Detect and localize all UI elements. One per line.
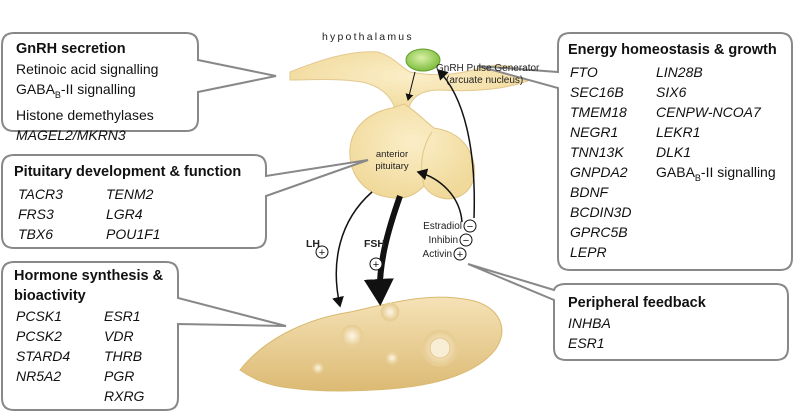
pituitary-label-line2: pituitary	[375, 161, 409, 172]
lh-arrow	[332, 191, 373, 308]
hormone-box-title-line2: bioactivity	[14, 288, 86, 304]
gnrh-item: GABAB-II signalling	[16, 81, 136, 100]
gene-item: TMEM18	[570, 104, 627, 120]
activin-plus-sign: +	[457, 249, 463, 261]
pituitary-stalk-arrow	[405, 71, 416, 101]
peripheral-box-outline	[467, 263, 789, 361]
gene-item: BDNF	[570, 184, 609, 200]
gene-item: THRB	[104, 348, 143, 364]
gene-item: LIN28B	[656, 64, 703, 80]
gene-item: NR5A2	[16, 368, 62, 384]
gene-item: PCSK1	[16, 308, 62, 324]
fsh-plus-sign: +	[373, 259, 379, 271]
pulse-generator-label: GnRH Pulse Generator	[436, 63, 540, 74]
inhibin-label: Inhibin	[429, 235, 458, 246]
gene-item: TENM2	[106, 186, 154, 202]
hormone-box: Hormone synthesis & bioactivity PCSK1 PC…	[14, 266, 174, 408]
pituitary-box-title: Pituitary development & function	[14, 164, 242, 180]
gene-item: VDR	[104, 328, 134, 344]
estradiol-label: Estradiol	[423, 221, 462, 232]
fsh-plus-circle	[369, 257, 383, 271]
pulse-generator-sublabel: (arcuate nucleus)	[446, 75, 523, 86]
gene-item: FTO	[570, 64, 598, 80]
gene-item: FRS3	[18, 206, 54, 222]
pituitary-box-outline	[1, 154, 369, 249]
peripheral-box: Peripheral feedback INHBA ESR1	[568, 293, 784, 353]
gene-item: LGR4	[106, 206, 143, 222]
gene-item: TBX6	[18, 226, 54, 242]
gene-item: SEC16B	[570, 84, 624, 100]
energy-box-outline	[477, 32, 793, 271]
lh-plus-circle	[315, 245, 329, 259]
gene-item: GPRC5B	[570, 224, 628, 240]
gene-item: ESR1	[104, 308, 141, 324]
lh-label: LH	[306, 238, 320, 250]
gnrh-item: Histone demethylases	[16, 106, 154, 123]
gene-item: ESR1	[568, 335, 605, 351]
gene-item: TACR3	[18, 186, 63, 202]
energy-box: Energy homeostasis & growth FTO SEC16B T…	[568, 40, 788, 266]
feedback-arrow-to-pulse-generator	[436, 68, 476, 219]
gene-item: DLK1	[656, 144, 692, 160]
lh-plus-sign: +	[319, 247, 325, 259]
gnrh-box-title: GnRH secretion	[16, 41, 126, 57]
gnrh-pulse-generator-node	[405, 48, 441, 72]
gene-item: TNN13K	[570, 144, 624, 160]
hormone-box-outline	[1, 261, 287, 411]
energy-box-title: Energy homeostasis & growth	[568, 42, 777, 58]
feedback-arrow-to-pituitary	[416, 168, 463, 223]
gene-item: RXRG	[104, 388, 145, 404]
gene-item: STARD4	[16, 348, 71, 364]
activin-plus-circle	[453, 247, 467, 261]
estradiol-minus-sign: −	[467, 221, 473, 233]
gnrh-item: Retinoic acid signalling	[16, 61, 159, 77]
ovary-shape	[239, 296, 503, 392]
gene-item: CENPW-NCOA7	[656, 104, 761, 120]
gene-item: GNPDA2	[570, 164, 628, 180]
pituitary-box: Pituitary development & function TACR3 F…	[14, 162, 262, 246]
pituitary-gland-shape	[349, 103, 476, 200]
pituitary-label-line1: anterior	[376, 149, 408, 160]
activin-label: Activin	[423, 249, 452, 260]
gene-item: PCSK2	[16, 328, 62, 344]
inhibin-minus-sign: −	[463, 235, 469, 247]
hypothalamus-label: hypothalamus	[322, 31, 414, 43]
gene-item: PGR	[104, 368, 135, 384]
gene-item: BCDIN3D	[570, 204, 632, 220]
fsh-arrow	[363, 195, 403, 306]
gene-item: SIX6	[656, 84, 687, 100]
inhibin-minus-circle	[459, 233, 473, 247]
gnrh-box-outline	[1, 32, 277, 132]
fsh-label: FSH	[364, 238, 385, 250]
gene-item: LEPR	[570, 244, 607, 260]
gene-item: INHBA	[568, 315, 611, 331]
gene-item: POU1F1	[106, 226, 161, 242]
hormone-box-title: Hormone synthesis &	[14, 268, 164, 284]
estradiol-minus-circle	[463, 219, 477, 233]
peripheral-box-title: Peripheral feedback	[568, 295, 706, 311]
gnrh-item: MAGEL2/MKRN3	[16, 126, 126, 143]
gaba-signalling-item: GABAB-II signalling	[656, 164, 776, 183]
gnrh-box: GnRH secretion Retinoic acid signalling …	[16, 39, 158, 145]
gene-item: NEGR1	[570, 124, 619, 140]
gene-item: LEKR1	[656, 124, 701, 140]
